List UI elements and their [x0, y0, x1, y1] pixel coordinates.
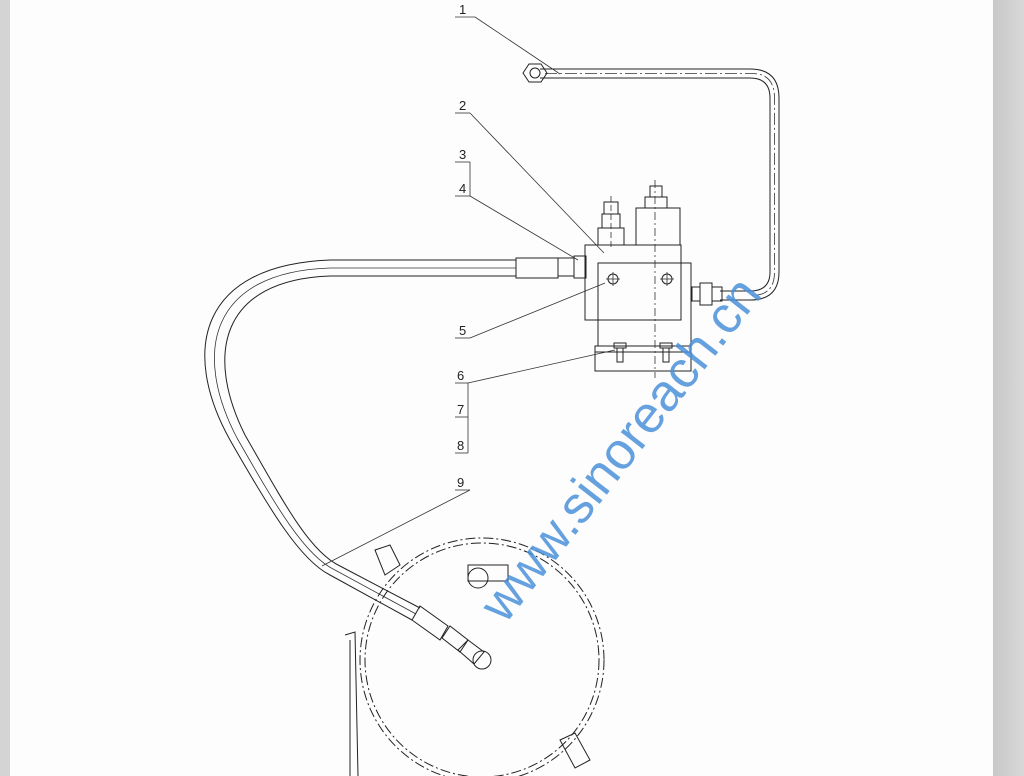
viewer-scrollbar-area[interactable]	[993, 0, 1024, 776]
hose-sleeve	[411, 605, 449, 641]
callout-8: 8	[457, 438, 464, 453]
document-page	[10, 0, 993, 776]
callout-7: 7	[457, 402, 464, 417]
hose	[204, 257, 559, 670]
callout-1: 1	[459, 2, 466, 17]
callout-6: 6	[457, 368, 464, 383]
rigid-pipe	[522, 63, 780, 306]
valve-block	[557, 180, 692, 378]
tank-outline	[344, 537, 605, 776]
pipe-nut	[522, 63, 548, 83]
callout-4: 4	[459, 181, 466, 196]
callout-leaders	[321, 16, 616, 567]
callout-5: 5	[459, 323, 466, 338]
callout-3: 3	[459, 147, 466, 162]
callout-9: 9	[457, 475, 464, 490]
callout-2: 2	[459, 98, 466, 113]
watermark: www.sinoreach.cn	[468, 266, 772, 633]
